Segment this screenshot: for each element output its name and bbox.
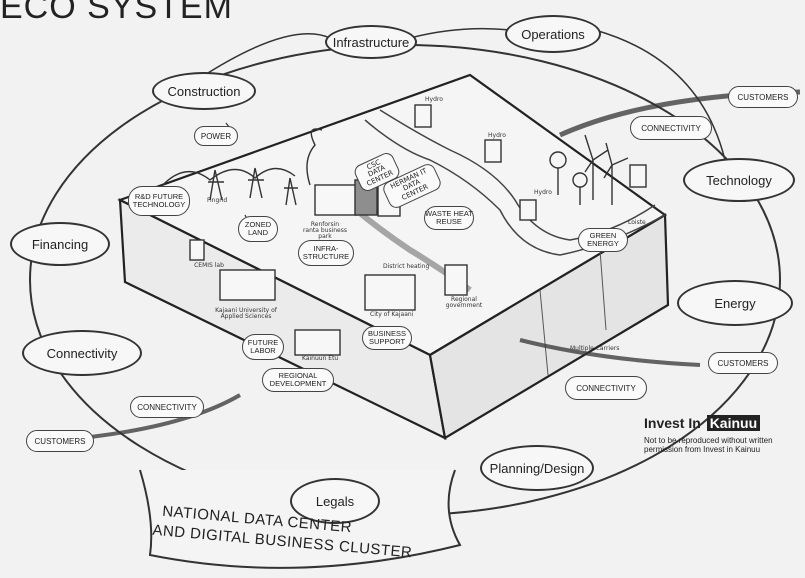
business-support-cloud: BUSINESS SUPPORT <box>362 326 412 350</box>
loiste-label: Loiste <box>628 219 646 226</box>
customers-cloud-right: CUSTOMERS <box>708 352 778 374</box>
kainuun-etu-label: Kainuun Etu <box>302 355 339 362</box>
hydro-label-1: Hydro <box>425 96 443 103</box>
connectivity-bubble[interactable]: Connectivity <box>22 330 142 376</box>
connectivity-cloud-top: CONNECTIVITY <box>630 116 712 140</box>
regional-development-cloud: REGIONAL DEVELOPMENT <box>262 368 334 392</box>
district-heating-label: District heating <box>383 263 430 270</box>
hydro-label-2: Hydro <box>488 132 506 139</box>
hydro-label-3: Hydro <box>534 189 552 196</box>
renforsin-label: Renforsin ranta business park <box>302 221 348 240</box>
financing-bubble[interactable]: Financing <box>10 222 110 266</box>
planning-design-bubble[interactable]: Planning/Design <box>480 445 594 491</box>
connectivity-cloud-right: CONNECTIVITY <box>565 376 647 400</box>
invest-in-kainuu-logo: Invest In Kainuu <box>644 415 761 431</box>
construction-bubble[interactable]: Construction <box>152 72 256 110</box>
energy-bubble[interactable]: Energy <box>677 280 793 326</box>
multiple-carriers-label: Multiple Carriers <box>570 345 620 352</box>
power-cloud: POWER <box>194 126 238 146</box>
page-title: ECO SYSTEM <box>0 0 233 26</box>
operations-bubble[interactable]: Operations <box>505 15 601 53</box>
infrastructure-bubble[interactable]: Infrastructure <box>325 25 417 59</box>
infrastructure-cloud: INFRA-STRUCTURE <box>298 240 354 266</box>
city-of-kajaani-label: City of Kajaani <box>370 311 414 318</box>
kajaani-university-label: Kajaani University of Applied Sciences <box>215 307 277 320</box>
zoned-land-cloud: ZONED LAND <box>238 216 278 242</box>
legals-bubble[interactable]: Legals <box>290 478 380 524</box>
customers-cloud-top: CUSTOMERS <box>728 86 798 108</box>
green-energy-cloud: GREEN ENERGY <box>578 228 628 252</box>
fingrid-label: Fingrid <box>207 197 228 204</box>
land-block-side <box>428 213 670 440</box>
rd-cloud: R&D FUTURE TECHNOLOGY <box>128 186 190 216</box>
banner-ribbon <box>139 469 462 569</box>
cemis-label: CEMIS lab <box>194 262 224 269</box>
connectivity-cloud-left: CONNECTIVITY <box>130 396 204 418</box>
waste-heat-reuse-cloud: WASTE HEAT REUSE <box>424 206 474 230</box>
future-labor-cloud: FUTURE LABOR <box>242 334 284 360</box>
technology-bubble[interactable]: Technology <box>683 158 795 202</box>
copyright-notice: Not to be reproduced without written per… <box>644 436 773 455</box>
customers-cloud-left: CUSTOMERS <box>26 430 94 452</box>
regional-government-label: Regional government <box>445 296 483 309</box>
logo-highlight: Kainuu <box>706 415 761 431</box>
logo-prefix: Invest In <box>644 415 701 431</box>
